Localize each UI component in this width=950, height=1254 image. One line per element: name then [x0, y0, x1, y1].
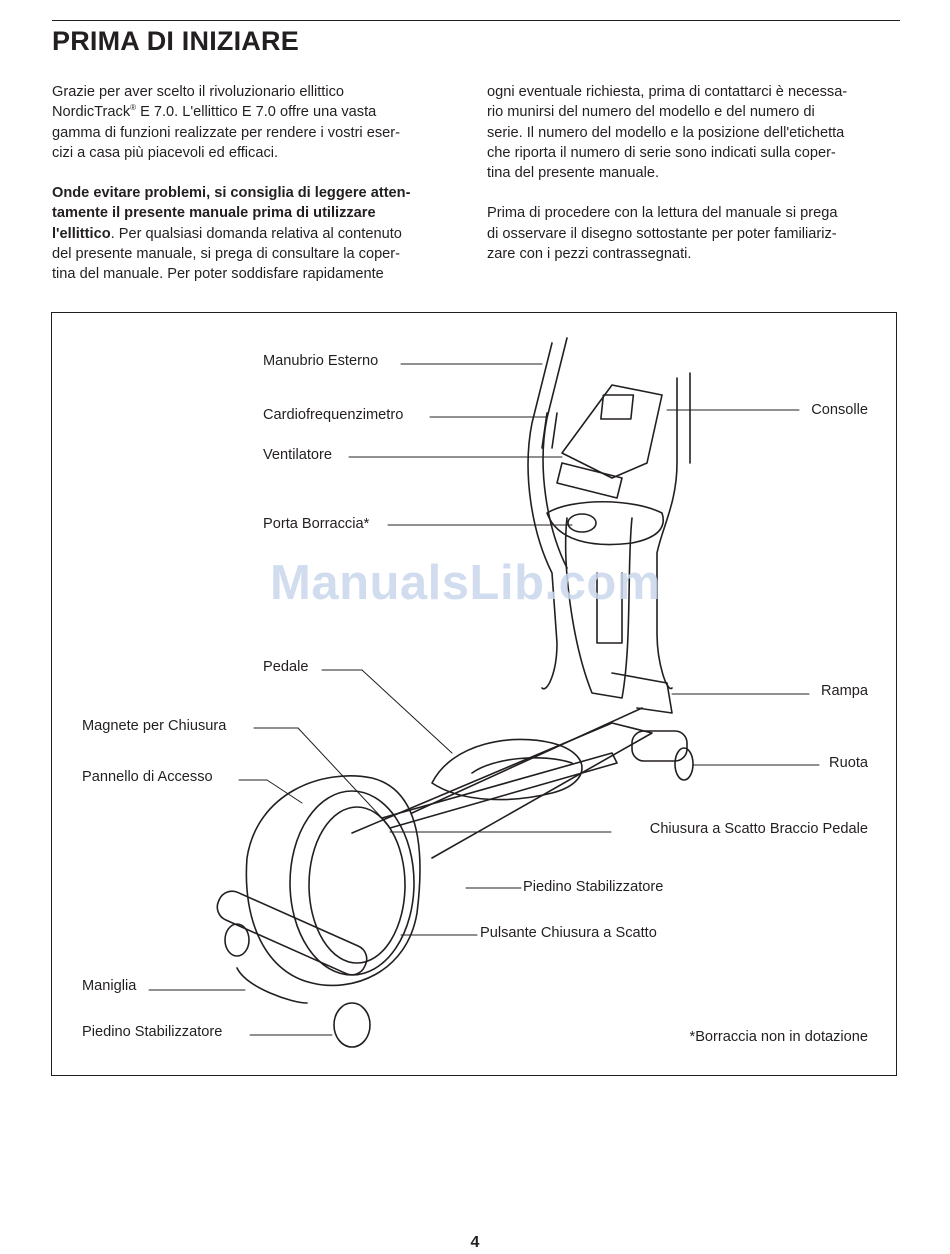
label-consolle: Consolle [811, 402, 868, 418]
label-chiusura-braccio: Chiusura a Scatto Braccio Pedale [649, 821, 868, 837]
label-manubrio-esterno: Manubrio Esterno [263, 353, 379, 369]
page-number: 4 [470, 1234, 480, 1251]
label-maniglia: Maniglia [82, 978, 137, 994]
elliptical-parts-diagram: ManualsLib.com Manubrio Esterno Cardiofr… [51, 312, 897, 1076]
intro-paragraph-2-end: ogni eventuale richiesta, prima di conta… [487, 84, 848, 182]
watermark: ManualsLib.com [270, 556, 661, 610]
label-piedino-right: Piedino Stabilizzatore [523, 879, 664, 895]
label-rampa: Rampa [820, 683, 868, 699]
label-pannello: Pannello di Accesso [82, 769, 213, 785]
label-ventilatore: Ventilatore [263, 447, 332, 463]
label-magnete: Magnete per Chiusura [82, 718, 227, 734]
label-porta-borraccia: Porta Borraccia* [263, 516, 370, 532]
leader-lines [148, 363, 820, 1036]
intro-column-right: ogni eventuale richiesta, prima di conta… [487, 82, 899, 284]
page-title: PRIMA DI INIZIARE [52, 26, 299, 56]
elliptical-drawing [148, 337, 820, 1048]
intro-column-left: Grazie per aver scelto il rivoluzionario… [52, 82, 464, 305]
label-pedale: Pedale [263, 659, 309, 675]
intro-paragraph-2-start: Onde evitare problemi, si consiglia di l… [52, 185, 411, 283]
label-ruota: Ruota [829, 755, 868, 771]
footnote: *Borraccia non in dotazione [689, 1029, 868, 1045]
intro-paragraph-3: Prima di procedere con la lettura del ma… [487, 205, 838, 263]
label-piedino-left: Piedino Stabilizzatore [82, 1024, 223, 1040]
top-rule [52, 20, 900, 21]
label-pulsante: Pulsante Chiusura a Scatto [480, 925, 657, 941]
label-cardiofrequenzimetro: Cardiofrequenzimetro [263, 407, 404, 423]
intro-paragraph-1: Grazie per aver scelto il rivoluzionario… [52, 84, 400, 161]
